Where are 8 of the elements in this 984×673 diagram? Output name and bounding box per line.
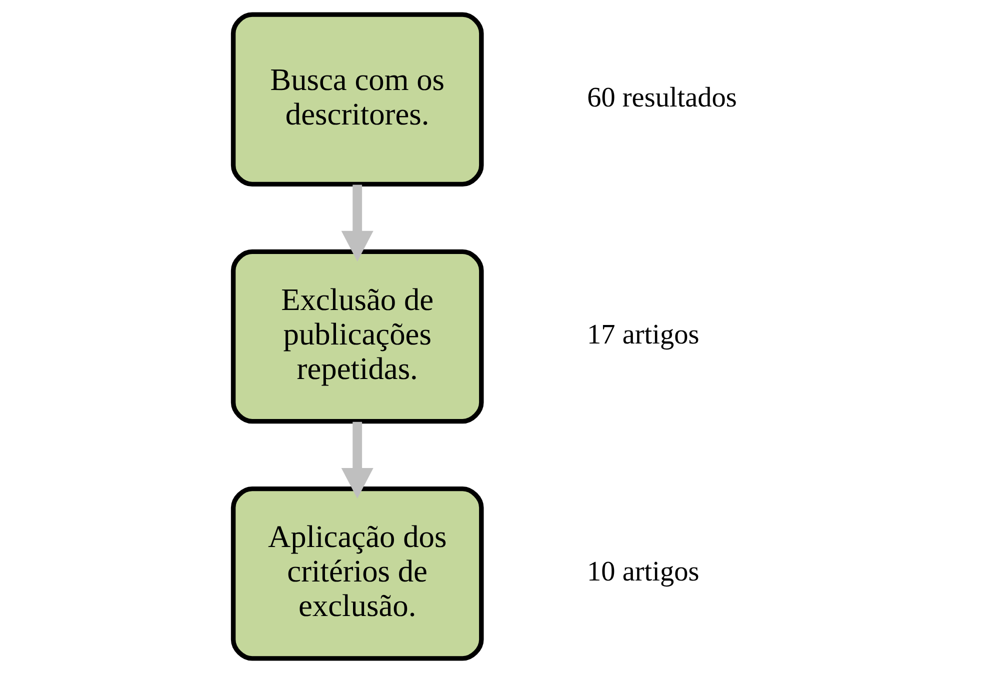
arrow bbox=[341, 422, 374, 499]
node-box: Exclusão de publicações repetidas. bbox=[230, 249, 484, 424]
node-label: 10 artigos bbox=[587, 556, 700, 588]
node-label: 60 resultados bbox=[587, 82, 737, 114]
node-box: Busca com os descritores. bbox=[230, 12, 484, 187]
arrow bbox=[341, 184, 374, 262]
node-label: 17 artigos bbox=[587, 319, 700, 350]
node-box: Aplicação dos critérios de exclusão. bbox=[230, 486, 484, 661]
